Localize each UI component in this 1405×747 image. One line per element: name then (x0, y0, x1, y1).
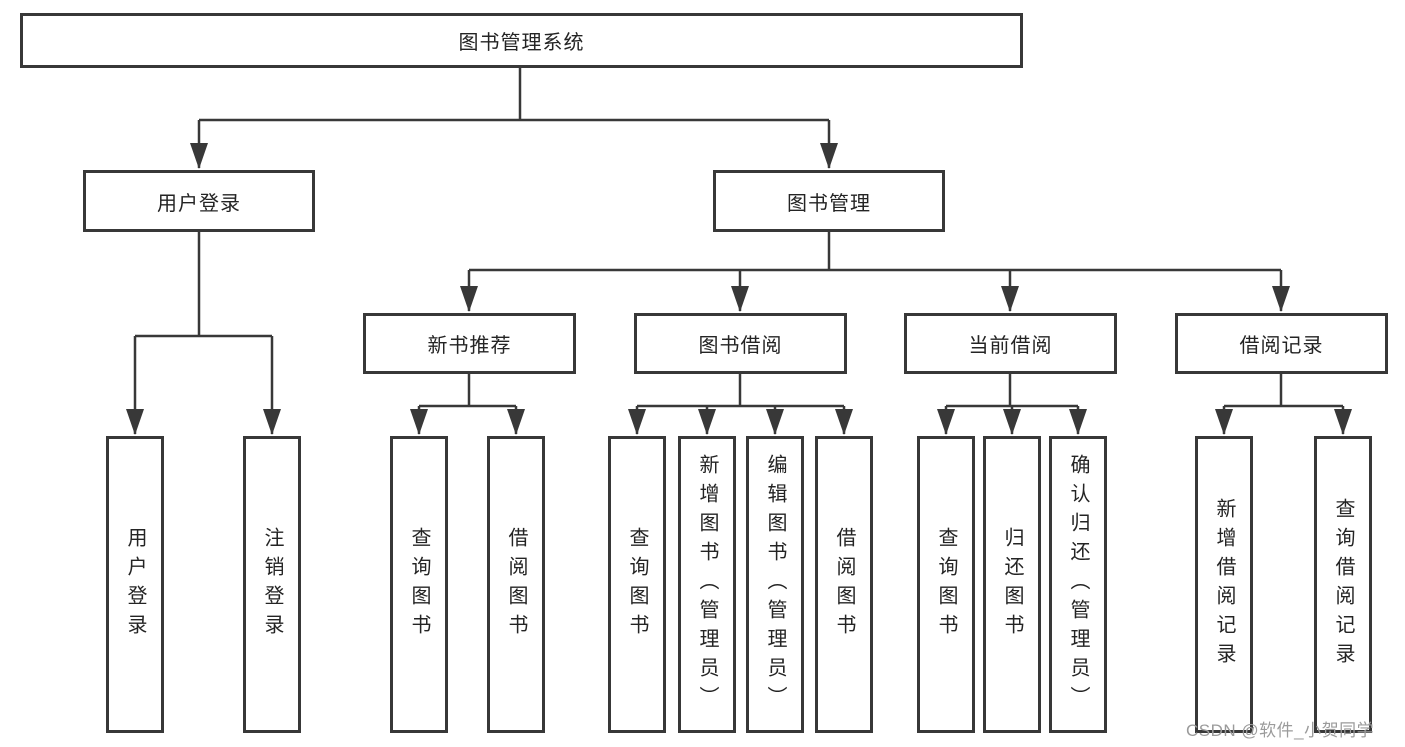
node-label: 用户登录 (157, 192, 241, 215)
node-label: 图书管理系统 (458, 32, 585, 54)
leaf-label: 新增图书（管理员） (696, 454, 718, 715)
node-label: 新书推荐 (427, 335, 512, 357)
leaf-query-borrow-record: 查询借阅记录 (1314, 436, 1372, 733)
leaf-label: 编辑图书（管理员） (764, 454, 786, 715)
leaf-query-books-borrow: 查询图书 (608, 436, 666, 733)
leaf-query-books-recommend: 查询图书 (390, 436, 448, 733)
leaf-label: 归还图书 (1001, 526, 1023, 643)
leaf-label: 确认归还（管理员） (1067, 454, 1089, 715)
leaf-label: 借阅图书 (505, 526, 527, 643)
leaf-label: 查询借阅记录 (1332, 497, 1354, 672)
leaf-label: 借阅图书 (833, 526, 855, 643)
leaf-add-books-admin: 新增图书（管理员） (678, 436, 736, 733)
node-label: 图书借阅 (698, 335, 783, 357)
leaf-borrow-books: 借阅图书 (815, 436, 873, 733)
leaf-label: 新增借阅记录 (1213, 497, 1235, 672)
node-label: 借阅记录 (1239, 335, 1324, 357)
leaf-label: 查询图书 (935, 526, 957, 643)
leaf-return-books: 归还图书 (983, 436, 1041, 733)
leaf-label: 注销登录 (261, 526, 283, 643)
leaf-confirm-return-admin: 确认归还（管理员） (1049, 436, 1107, 733)
node-book-borrowing: 图书借阅 (634, 313, 847, 374)
node-book-management: 图书管理 (713, 170, 945, 232)
node-current-borrowing: 当前借阅 (904, 313, 1117, 374)
leaf-user-login: 用户登录 (106, 436, 164, 733)
node-user-login: 用户登录 (83, 170, 315, 232)
node-library-management-system: 图书管理系统 (20, 13, 1023, 68)
node-new-book-recommend: 新书推荐 (363, 313, 576, 374)
node-label: 当前借阅 (968, 335, 1053, 357)
csdn-watermark: CSDN @软件_小贺同学 (1186, 721, 1375, 740)
leaf-add-borrow-record: 新增借阅记录 (1195, 436, 1253, 733)
leaf-logout: 注销登录 (243, 436, 301, 733)
leaf-edit-books-admin: 编辑图书（管理员） (746, 436, 804, 733)
leaf-query-books-current: 查询图书 (917, 436, 975, 733)
leaf-borrow-books-recommend: 借阅图书 (487, 436, 545, 733)
leaf-label: 查询图书 (626, 526, 648, 643)
leaf-label: 用户登录 (124, 526, 146, 643)
leaf-label: 查询图书 (408, 526, 430, 643)
node-borrowing-records: 借阅记录 (1175, 313, 1388, 374)
node-label: 图书管理 (787, 192, 871, 215)
